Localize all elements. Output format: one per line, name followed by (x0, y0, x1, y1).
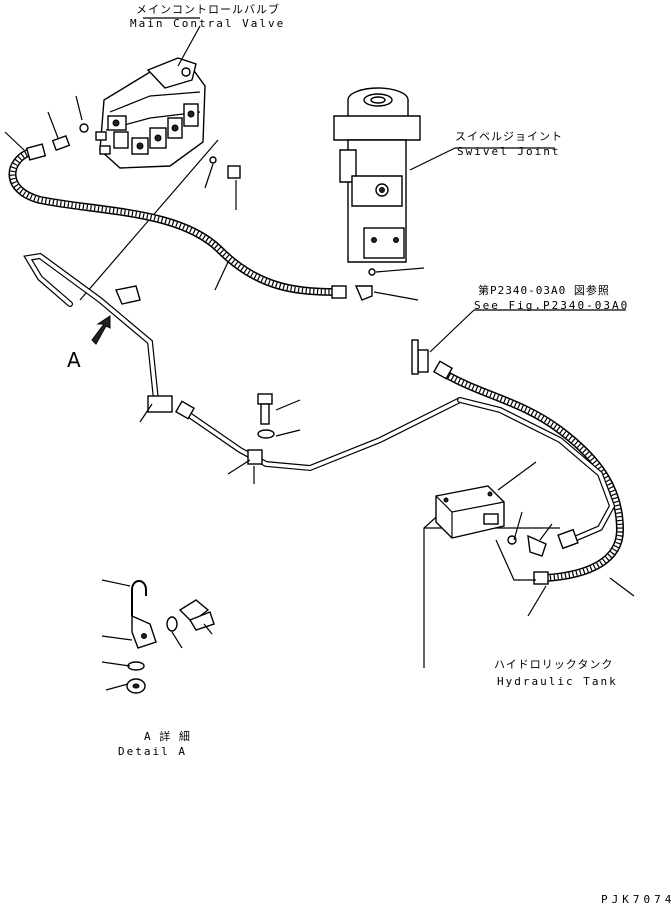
see-fig-label-jp: 第P2340-03A0 図参照 (478, 284, 610, 297)
tank-label-jp: ハイドロリックタンク (494, 658, 614, 671)
detail-a (126, 580, 215, 694)
drawing-code: PJK7074 (601, 893, 671, 906)
detail-a-label-jp: A 詳 細 (144, 730, 191, 743)
swivel-label-jp: スイベルジョイント (455, 130, 563, 143)
main-valve-label-jp: メインコントロールバルブ (136, 3, 280, 16)
view-a-label: A (67, 348, 81, 372)
main-control-valve (95, 57, 206, 169)
see-fig-label-en: See Fig.P2340-03A0 (474, 299, 630, 312)
detail-a-label-en: Detail A (118, 745, 187, 758)
swivel-joint (333, 87, 421, 301)
swivel-label-en: Swivel Joint (457, 145, 561, 158)
tank-label-en: Hydraulic Tank (497, 675, 618, 688)
main-valve-label-en: Main Contral Valve (130, 17, 286, 30)
hydraulic-tank (423, 485, 560, 668)
